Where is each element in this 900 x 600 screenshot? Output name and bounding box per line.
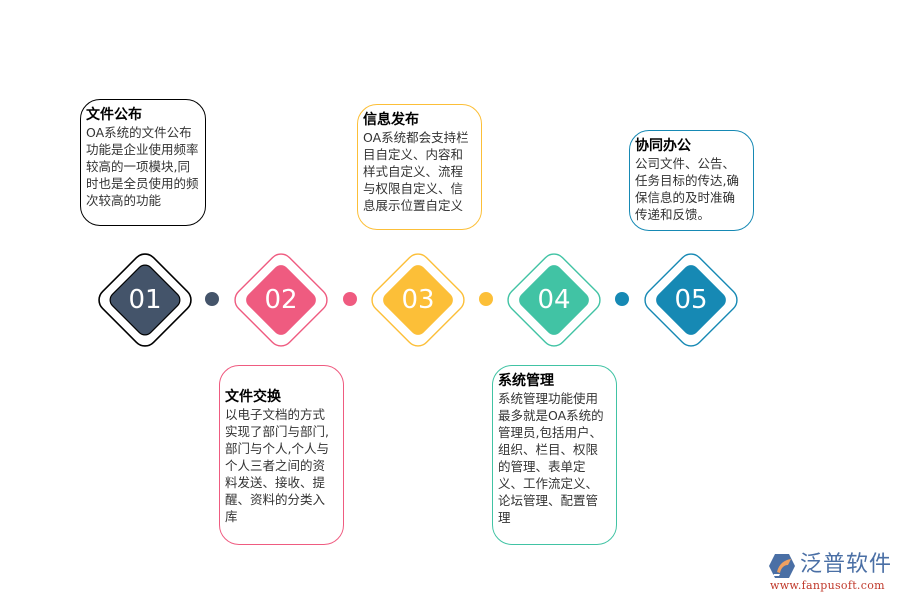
card-body: OA系统的文件公布功能是企业使用频率较高的一项模块,同时也是全员使用的频次较高的… xyxy=(86,125,199,208)
connector-dot xyxy=(343,292,357,306)
card-step-01: 文件公布 OA系统的文件公布功能是企业使用频率较高的一项模块,同时也是全员使用的… xyxy=(80,99,206,226)
connector-dot xyxy=(479,292,493,306)
step-node-05: 05 xyxy=(631,240,751,360)
logo-url: www.fanpusoft.com xyxy=(770,579,885,592)
connector-dot xyxy=(205,292,219,306)
step-node-02: 02 xyxy=(221,240,341,360)
step-number: 01 xyxy=(128,285,162,315)
card-title: 系统管理 xyxy=(498,373,554,389)
card-step-03: 信息发布 OA系统都会支持栏目自定义、内容和样式自定义、流程与权限自定义、信息展… xyxy=(357,104,482,230)
card-step-02: 文件交换 以电子文档的方式实现了部门与部门,部门与个人,个人与个人三者之间的资料… xyxy=(219,365,344,545)
card-title: 信息发布 xyxy=(363,112,419,128)
step-number: 02 xyxy=(264,285,298,315)
card-title: 文件公布 xyxy=(86,107,142,123)
card-body: 系统管理功能使用最多就是OA系统的管理员,包括用户、组织、栏目、权限的管理、表单… xyxy=(498,391,604,525)
connector-dot xyxy=(615,292,629,306)
logo-name: 泛普软件 xyxy=(800,552,893,577)
fanpu-logo: 泛普软件 www.fanpusoft.com xyxy=(768,551,894,595)
card-body: 以电子文档的方式实现了部门与部门,部门与个人,个人与个人三者之间的资料发送、接收… xyxy=(225,407,329,524)
card-step-05: 协同办公 公司文件、公告、任务目标的传达,确保信息的及时准确传递和反馈。 xyxy=(629,130,754,231)
step-number: 03 xyxy=(401,285,435,315)
diamond-icon xyxy=(507,253,601,347)
step-node-01: 01 xyxy=(85,240,205,360)
card-title: 协同办公 xyxy=(635,138,691,154)
card-body: 公司文件、公告、任务目标的传达,确保信息的及时准确传递和反馈。 xyxy=(635,156,739,222)
step-node-04: 04 xyxy=(494,240,614,360)
diamond-icon xyxy=(644,253,738,347)
step-number: 05 xyxy=(674,285,708,315)
card-step-04: 系统管理 系统管理功能使用最多就是OA系统的管理员,包括用户、组织、栏目、权限的… xyxy=(492,365,617,545)
diamond-icon xyxy=(234,253,328,347)
diamond-icon xyxy=(371,253,465,347)
fanpu-logo-icon xyxy=(769,554,795,578)
card-body: OA系统都会支持栏目自定义、内容和样式自定义、流程与权限自定义、信息展示位置自定… xyxy=(363,130,469,213)
step-node-03: 03 xyxy=(358,240,478,360)
step-number: 04 xyxy=(537,285,571,315)
diamond-icon xyxy=(98,253,192,347)
card-title: 文件交换 xyxy=(225,389,281,405)
